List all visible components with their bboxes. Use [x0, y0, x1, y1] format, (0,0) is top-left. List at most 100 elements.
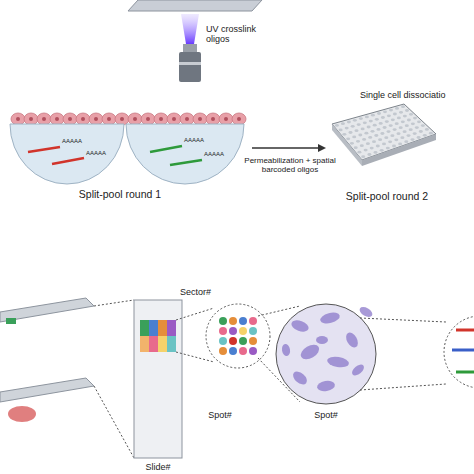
plate-well — [364, 149, 368, 152]
plate-well — [383, 126, 387, 129]
nucleus — [159, 117, 163, 121]
plate-well — [379, 122, 383, 125]
plate-well — [407, 119, 411, 122]
plate-well — [409, 113, 413, 116]
tissue — [8, 406, 36, 422]
plate-well — [390, 134, 394, 137]
plate-well — [389, 124, 393, 127]
plate-well — [350, 142, 354, 145]
spot — [229, 327, 237, 335]
plate-well — [346, 137, 350, 140]
plate-side — [362, 134, 436, 166]
plate-well — [394, 138, 398, 141]
plate-well — [361, 127, 365, 130]
plate-well — [405, 109, 409, 112]
plate-well — [392, 145, 396, 148]
plate-well — [362, 138, 366, 141]
plate-wells — [335, 105, 433, 158]
plate-well — [395, 122, 399, 125]
plate-well — [363, 121, 367, 124]
sector — [140, 336, 149, 352]
plate-well — [429, 132, 433, 135]
zoom-line — [176, 308, 214, 320]
plate-well — [383, 110, 387, 113]
plate-side — [332, 124, 362, 166]
oligo — [52, 158, 84, 164]
figure-label: AAAAA — [204, 151, 224, 158]
cell — [63, 113, 77, 125]
cell — [219, 113, 233, 125]
cell — [298, 342, 321, 362]
zoom-line — [94, 300, 134, 306]
plate-well — [387, 114, 391, 117]
plate-well — [400, 136, 404, 139]
cell — [316, 380, 335, 393]
plate-well — [393, 128, 397, 131]
barcode-read — [456, 329, 474, 332]
process-arrow — [252, 147, 320, 149]
cell — [193, 113, 207, 125]
plate-well — [339, 129, 343, 132]
barcode-read — [452, 349, 474, 352]
slide — [134, 300, 182, 458]
plate-well — [384, 136, 388, 139]
nucleus — [237, 117, 241, 121]
nucleus — [120, 117, 124, 121]
well — [126, 124, 244, 184]
plate-well — [341, 122, 345, 125]
plate-well — [356, 140, 360, 143]
plate-well — [397, 132, 401, 135]
plate-well — [351, 125, 355, 128]
glass-slide — [0, 378, 94, 402]
plate-well — [391, 118, 395, 121]
spot-array — [219, 317, 257, 355]
nucleus — [211, 117, 215, 121]
plate-well — [417, 136, 421, 139]
spot — [249, 347, 257, 355]
objective-body — [179, 52, 201, 82]
plate-well — [381, 116, 385, 119]
plate-well — [370, 147, 374, 150]
plate-well — [376, 145, 380, 148]
plate-well — [404, 140, 408, 143]
figure-label: Single cell dissociatio — [360, 90, 472, 100]
plate-well — [372, 140, 376, 143]
plate-well — [365, 116, 369, 119]
cell — [89, 113, 103, 125]
plate-well — [358, 134, 362, 137]
plate-well — [377, 128, 381, 131]
sector — [167, 336, 176, 352]
plate-well — [382, 143, 386, 146]
plate-well — [421, 124, 425, 127]
plate-well — [357, 123, 361, 126]
plate-well — [354, 146, 358, 149]
plate-well — [373, 124, 377, 127]
cell — [102, 113, 116, 125]
oligo — [170, 160, 202, 165]
plate-well — [380, 132, 384, 135]
cell — [290, 318, 310, 334]
sector — [149, 320, 158, 336]
plate-well — [367, 126, 371, 129]
spot — [249, 327, 257, 335]
plate-well — [403, 115, 407, 118]
nucleus — [94, 117, 98, 121]
nucleus — [55, 117, 59, 121]
plate-well — [409, 128, 413, 131]
cell — [326, 355, 349, 369]
plate-well — [355, 129, 359, 132]
figure-label: AAAAA — [62, 138, 82, 145]
figure-label: Spot# — [190, 410, 250, 420]
plate-well — [407, 134, 411, 137]
plate-well — [393, 113, 397, 116]
plate-well — [397, 117, 401, 120]
cell — [206, 113, 220, 125]
nucleus — [224, 117, 228, 121]
spot — [219, 327, 227, 335]
spot — [249, 317, 257, 325]
plate-well — [361, 155, 365, 158]
plate-well — [353, 119, 357, 122]
sector — [158, 336, 167, 352]
zoom-circle — [206, 304, 270, 368]
